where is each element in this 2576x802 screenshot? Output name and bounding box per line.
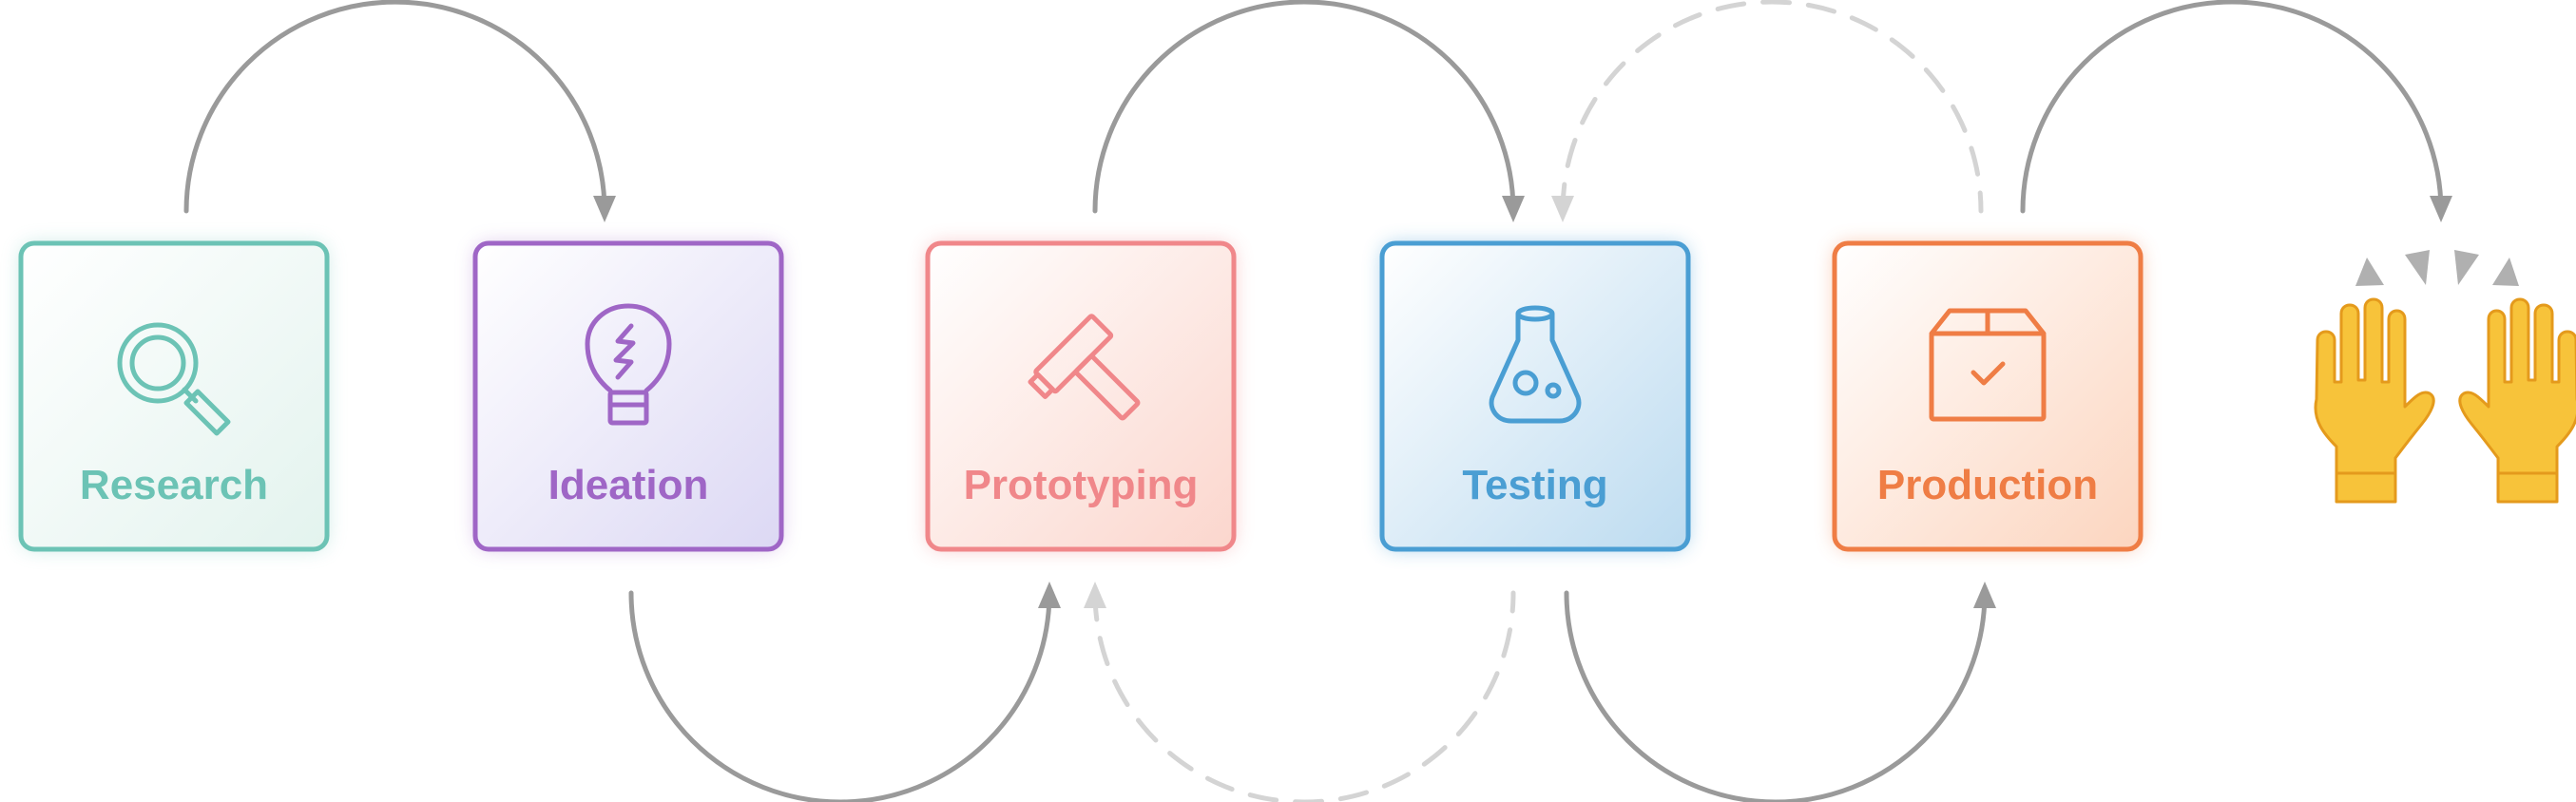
stage-box [925, 240, 1237, 552]
hammer-icon [1028, 314, 1141, 421]
lightbulb-icon [585, 303, 672, 426]
arrowhead-icon [2430, 196, 2452, 222]
connector-ideation-to-prototyping [628, 590, 1052, 802]
right-hand [2458, 297, 2576, 504]
connector-production-to-testing-dashed [1560, 0, 1984, 214]
connectors [183, 0, 2452, 802]
stage-box [1379, 240, 1691, 552]
stage-box [472, 240, 784, 552]
stage-label: Prototyping [964, 462, 1199, 508]
stage-ideation: Ideation [472, 240, 784, 552]
sparkle-icon [2355, 258, 2384, 286]
sparkle-icon [2454, 250, 2479, 285]
connector-testing-to-production [1564, 590, 1988, 802]
stage-label: Testing [1462, 462, 1607, 508]
arrowhead-icon [1551, 196, 1574, 222]
connector-research-to-ideation [183, 0, 607, 214]
connector-prototyping-to-testing [1092, 0, 1516, 214]
flask-icon [1489, 305, 1582, 424]
sparkle-icon [2405, 250, 2430, 285]
raised-hands-emoji-icon [2314, 250, 2576, 504]
stage-testing: Testing [1379, 240, 1691, 552]
box-checkmark-icon [1929, 308, 2047, 422]
stage-label: Ideation [548, 462, 709, 508]
sparkle-icon [2492, 258, 2519, 286]
stage-box [1832, 240, 2143, 552]
stage-label: Research [80, 462, 268, 508]
stage-label: Production [1877, 462, 2098, 508]
stage-prototyping: Prototyping [925, 240, 1237, 552]
stage-production: Production [1832, 240, 2143, 552]
arrowhead-icon [1973, 582, 1996, 608]
stage-research: Research [18, 240, 330, 552]
left-hand [2314, 297, 2435, 504]
arrowhead-icon [1502, 196, 1525, 222]
magnifier-icon [117, 322, 231, 436]
arrowhead-icon [1084, 582, 1106, 608]
connector-production-to-celebration [2020, 0, 2444, 214]
arrowhead-icon [593, 196, 616, 222]
connector-testing-to-prototyping-dashed [1092, 590, 1516, 802]
arrowhead-icon [1038, 582, 1061, 608]
